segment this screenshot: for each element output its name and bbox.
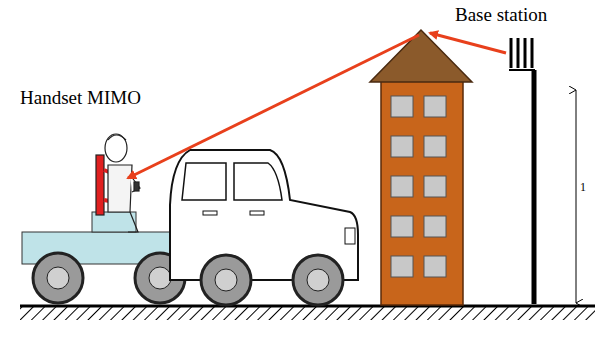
height-dimension <box>576 90 577 303</box>
building <box>370 30 472 305</box>
handset-label: Handset MIMO <box>20 87 141 109</box>
antenna <box>509 38 535 304</box>
car <box>170 150 358 305</box>
person <box>96 134 140 232</box>
station-label: Base station <box>455 4 547 26</box>
ground-line <box>20 305 595 308</box>
ground-hatch <box>20 307 595 320</box>
height-label: 1 <box>580 181 586 195</box>
signal-arrow <box>128 35 419 178</box>
signal-arrow <box>430 33 506 53</box>
